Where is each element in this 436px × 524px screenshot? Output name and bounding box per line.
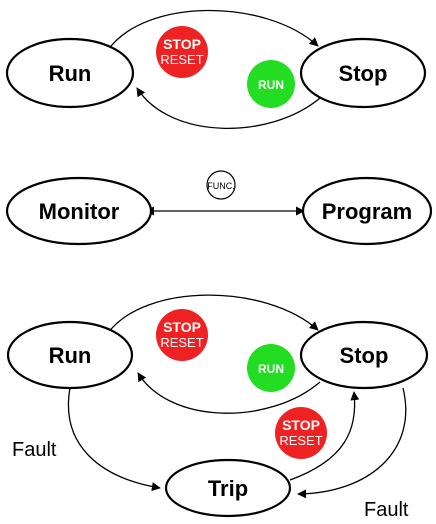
arrow-stop-to-run-2 xyxy=(137,372,321,414)
trip-reset-line1: STOP xyxy=(282,417,320,433)
state-stop-3 xyxy=(299,320,429,390)
state-trip-label: Trip xyxy=(208,476,248,501)
state-stop-label: Stop xyxy=(339,61,388,86)
trip-reset-button[interactable]: STOP RESET xyxy=(275,407,327,459)
state-program-label: Program xyxy=(322,199,412,224)
stop-reset-line2: RESET xyxy=(160,52,203,67)
run-stop-diagram: Run Stop STOP RESET RUN xyxy=(5,9,427,129)
stop-reset-line1: STOP xyxy=(163,36,201,52)
state-stop xyxy=(299,37,427,109)
run-stop-trip-diagram: Run Stop Trip STOP RESET RUN STOP RESET … xyxy=(6,294,429,521)
fault-label-right: Fault xyxy=(364,499,409,521)
trip-reset-line2: RESET xyxy=(279,433,322,448)
arrow-run-to-stop-2 xyxy=(107,294,319,334)
state-stop-3-label: Stop xyxy=(340,343,389,368)
arrow-run-to-trip xyxy=(67,387,161,492)
run-button-3-label: RUN xyxy=(258,362,284,376)
state-run-label: Run xyxy=(49,61,92,86)
stop-reset-3-line2: RESET xyxy=(160,335,203,350)
run-button[interactable]: RUN xyxy=(247,60,295,108)
state-run xyxy=(5,37,135,109)
state-run-3 xyxy=(6,320,134,390)
run-button-label: RUN xyxy=(258,78,284,92)
arrow-stop-to-run xyxy=(136,87,321,129)
fault-label-left: Fault xyxy=(12,439,57,461)
run-button-3[interactable]: RUN xyxy=(247,344,295,392)
arrow-run-to-stop xyxy=(107,9,319,51)
arrow-stop-fault-to-trip xyxy=(297,387,407,499)
stop-reset-button[interactable]: STOP RESET xyxy=(156,26,208,78)
arrow-trip-to-stop xyxy=(289,391,360,481)
stop-reset-3-line1: STOP xyxy=(163,319,201,335)
func-button-label: FUNC. xyxy=(207,181,235,191)
func-button[interactable]: FUNC. xyxy=(206,170,236,200)
state-trip xyxy=(164,458,292,518)
state-run-3-label: Run xyxy=(49,343,92,368)
monitor-program-diagram: Monitor Program FUNC. xyxy=(5,170,433,246)
state-monitor-label: Monitor xyxy=(39,199,120,224)
stop-reset-button-3[interactable]: STOP RESET xyxy=(156,309,208,361)
state-program xyxy=(301,176,433,246)
state-monitor xyxy=(5,176,153,246)
